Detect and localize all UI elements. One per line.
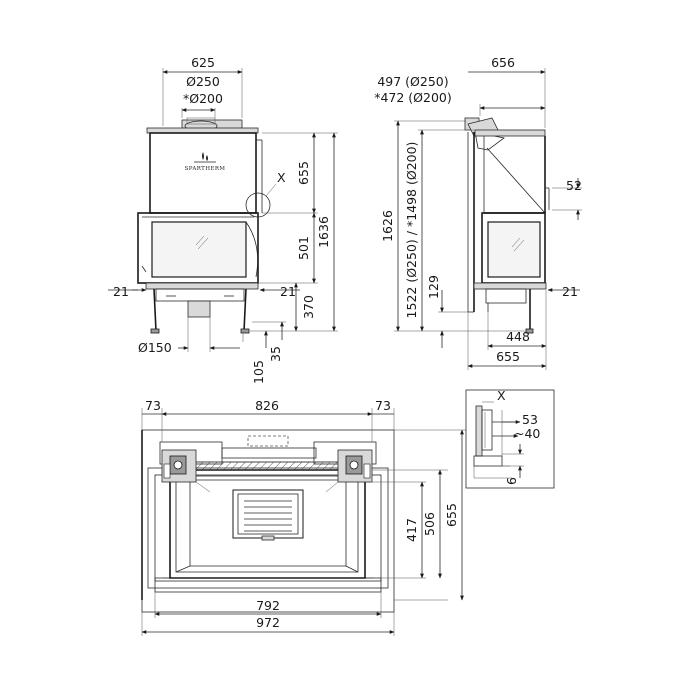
front-leg-height-label: 370 <box>301 295 316 319</box>
plan-inner-width-label: 826 <box>255 398 279 413</box>
side-total-height-label: 1626 <box>380 210 395 242</box>
front-right-offset-label: 21 <box>280 284 296 299</box>
side-total-depth-label: 655 <box>496 349 520 364</box>
side-inner-depth-label: 448 <box>506 329 530 344</box>
side-view: 656 497 (Ø250) *472 (Ø200) 52 1626 1522 … <box>374 55 582 370</box>
front-floor-offset-label: 105 <box>251 360 266 384</box>
plan-width-inner-label: 792 <box>256 598 280 613</box>
plan-lintel <box>189 461 349 471</box>
front-upper-height-label: 655 <box>296 161 311 185</box>
plan-depth-mid-label: 506 <box>422 512 437 536</box>
front-air-offset-label: 35 <box>268 346 283 362</box>
spartherm-logo: SPARTHERM <box>185 152 226 172</box>
plan-right-corner <box>337 449 373 483</box>
side-flue-offset-label: 497 (Ø250) <box>377 74 448 89</box>
detail-marker-label: X <box>497 388 506 403</box>
side-flue-height-label: 1522 (Ø250) / *1498 (Ø200) <box>404 142 419 319</box>
side-body <box>464 117 550 334</box>
front-width-label: 625 <box>191 55 215 70</box>
plan-depth-inner-label: 417 <box>404 518 419 542</box>
side-overhang-label: 52 <box>566 178 582 193</box>
front-door-height-label: 501 <box>296 236 311 260</box>
side-flue-offset-alt-label: *472 (Ø200) <box>374 90 452 105</box>
side-base-height-label: 129 <box>426 275 441 299</box>
logo-text: SPARTHERM <box>185 166 226 172</box>
plan-left-margin-label: 73 <box>145 398 161 413</box>
front-air-dia-label: Ø150 <box>138 340 172 355</box>
front-view: SPARTHERM X 625 Ø250 *Ø200 <box>108 55 338 384</box>
front-flue-collar <box>181 117 243 132</box>
front-left-offset-label: 21 <box>113 284 129 299</box>
front-flue-dia-alt-label: *Ø200 <box>183 91 223 106</box>
side-top-depth-label: 656 <box>491 55 515 70</box>
detail-circle <box>245 192 271 218</box>
plan-grate <box>232 489 304 541</box>
detail-dim-c-label: 6 <box>504 477 519 485</box>
detail-dim-b-label: ~40 <box>514 426 540 441</box>
front-base <box>145 282 259 334</box>
front-flue-dia-label: Ø250 <box>186 74 220 89</box>
plan-view: 73 826 73 417 506 655 792 972 <box>141 398 466 636</box>
front-upper-body <box>149 132 257 214</box>
plan-right-margin-label: 73 <box>375 398 391 413</box>
detail-dim-a-label: 53 <box>522 412 538 427</box>
plan-width-total-label: 972 <box>256 615 280 630</box>
plan-depth-total-label: 655 <box>444 503 459 527</box>
detail-frame <box>465 389 555 489</box>
detail-x-view: X 53 ~40 6 <box>465 388 555 489</box>
plan-left-corner <box>161 449 197 483</box>
front-glass <box>151 221 247 278</box>
side-right-offset-label: 21 <box>562 284 578 299</box>
front-detail-marker: X <box>277 170 286 185</box>
front-total-height-label: 1636 <box>316 216 331 248</box>
